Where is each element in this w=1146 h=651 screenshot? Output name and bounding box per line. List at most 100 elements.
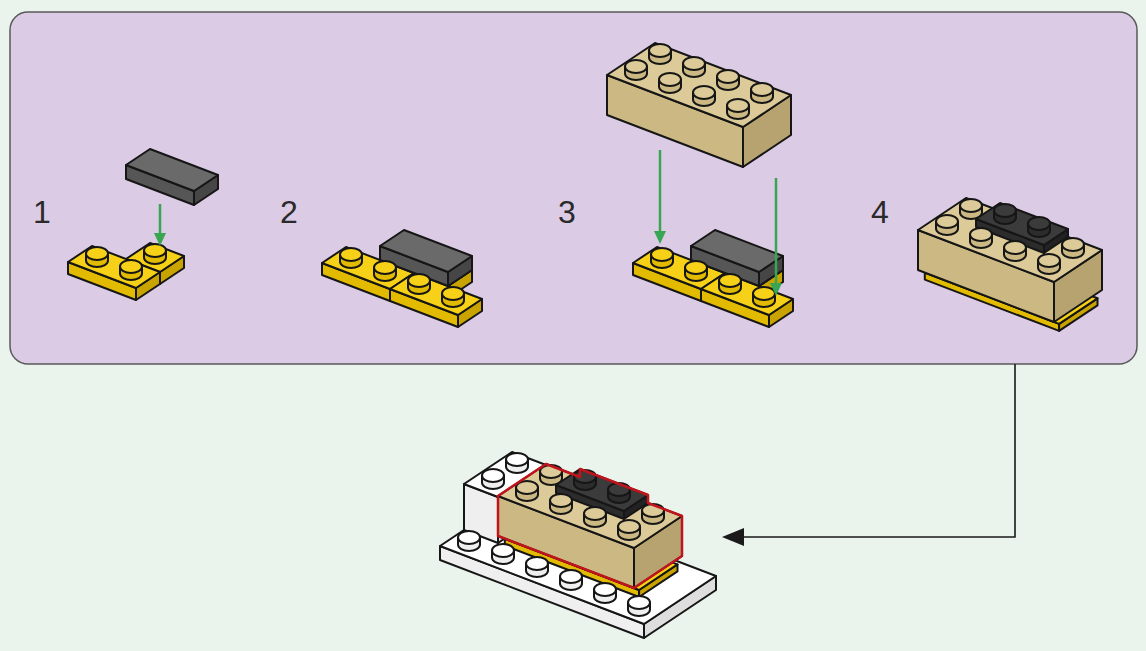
stud-top [960, 199, 982, 212]
stud [970, 228, 992, 248]
stud [719, 274, 741, 294]
steps-panel [10, 12, 1137, 364]
placement-arrow [654, 150, 666, 244]
arrow-head [770, 283, 782, 296]
stud [727, 99, 749, 119]
stud-top [693, 86, 715, 99]
stud-top [594, 583, 616, 596]
stud [340, 248, 362, 268]
step-number: 2 [280, 196, 298, 228]
top-face [126, 149, 218, 191]
stud-top [751, 83, 773, 96]
stud-top [936, 215, 958, 228]
stud [492, 544, 514, 564]
stud-top [1004, 241, 1026, 254]
arrow-shaft [775, 178, 778, 283]
placement-arrow [154, 204, 166, 246]
stud-top [550, 494, 572, 507]
stud-top [482, 469, 504, 482]
leader-arrowhead [722, 528, 744, 546]
stud [651, 248, 673, 268]
stud-top [442, 287, 464, 300]
stud [442, 287, 464, 307]
stud-top [1028, 217, 1050, 230]
step-four-illustration [918, 198, 1102, 331]
stud [374, 261, 396, 281]
stud [120, 260, 142, 280]
stud [994, 204, 1016, 224]
stud-top [408, 274, 430, 287]
stud [649, 44, 671, 64]
front-face [607, 75, 743, 167]
stud [751, 83, 773, 103]
stud [408, 274, 430, 294]
arrow-shaft [159, 204, 162, 233]
stud [516, 481, 538, 501]
stud-top [659, 73, 681, 86]
stud [659, 73, 681, 93]
stud [594, 583, 616, 603]
final-model-illustration [440, 452, 716, 638]
tan-brick [607, 43, 791, 167]
stud-top [625, 60, 647, 73]
stud-top [717, 70, 739, 83]
tan-brick [498, 464, 682, 588]
stud-top [685, 261, 707, 274]
stud-top [584, 507, 606, 520]
step-one-illustration [68, 149, 218, 300]
step-number: 4 [871, 196, 889, 228]
stud [1062, 238, 1084, 258]
stud-top [727, 99, 749, 112]
stud [560, 570, 582, 590]
stud [506, 453, 528, 473]
stud [550, 494, 572, 514]
stud-top [970, 228, 992, 241]
stud-top [628, 596, 650, 609]
stud [584, 507, 606, 527]
stud-top [719, 274, 741, 287]
gray-slope-brick [126, 149, 218, 205]
stud [144, 244, 166, 264]
arrow-head [654, 231, 666, 244]
stud [526, 557, 548, 577]
stud-top [374, 261, 396, 274]
stud-top [618, 520, 640, 533]
stud-top [506, 453, 528, 466]
stud [693, 86, 715, 106]
stud-top [651, 248, 673, 261]
top-face [918, 198, 1102, 282]
placement-arrow [770, 178, 782, 296]
stud-top [120, 260, 142, 273]
stud-top [649, 44, 671, 57]
stud [683, 57, 705, 77]
top-face [607, 43, 791, 127]
stud-top [1038, 254, 1060, 267]
stud [936, 215, 958, 235]
stud [625, 60, 647, 80]
stud-top [683, 57, 705, 70]
stud [482, 469, 504, 489]
leader-line [740, 364, 1015, 537]
stud [753, 287, 775, 307]
highlight-outline [498, 464, 682, 588]
stud [86, 247, 108, 267]
stud-top [86, 247, 108, 260]
step-two-illustration [322, 230, 482, 327]
stud-top [340, 248, 362, 261]
step-number: 1 [33, 196, 51, 228]
stud-top [994, 204, 1016, 217]
stud [717, 70, 739, 90]
tan-brick [918, 198, 1102, 322]
step-number: 3 [558, 196, 576, 228]
stud [458, 531, 480, 551]
stud-top [144, 244, 166, 257]
stud [618, 520, 640, 540]
stud-top [560, 570, 582, 583]
stud-top [492, 544, 514, 557]
stud-top [458, 531, 480, 544]
stud-top [526, 557, 548, 570]
step-three-illustration [607, 43, 793, 327]
